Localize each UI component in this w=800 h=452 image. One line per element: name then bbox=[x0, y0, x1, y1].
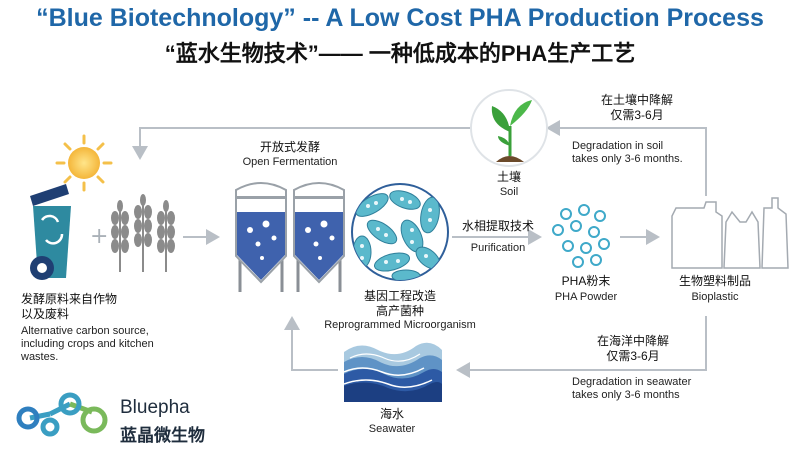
flow-arrows bbox=[132, 120, 707, 378]
bioplastic-products-icon bbox=[671, 197, 789, 269]
bluepha-logo-icon bbox=[16, 392, 108, 437]
seawater-icon bbox=[344, 340, 442, 402]
bioplastic-label-en: Bioplastic bbox=[691, 291, 739, 303]
soil-degradation-en-1: Degradation in soil bbox=[572, 140, 664, 152]
powder-label-en: PHA Powder bbox=[554, 291, 618, 303]
title-english: “Blue Biotechnology” -- A Low Cost PHA P… bbox=[36, 4, 764, 32]
microorganism-label-en: Reprogrammed Microorganism bbox=[324, 319, 476, 331]
feedstock-label-zh-1: 发酵原料来自作物 bbox=[21, 292, 118, 306]
arrow-bioplastic-to-soil bbox=[546, 120, 707, 196]
powder-label-zh: PHA粉末 bbox=[561, 274, 611, 288]
soil-degradation-zh-2: 仅需3-6月 bbox=[610, 108, 664, 122]
purification-label-zh: 水相提取技术 bbox=[461, 219, 534, 233]
sea-degradation-en-1: Degradation in seawater bbox=[572, 376, 692, 388]
arrow-soil-to-feedstock bbox=[132, 127, 470, 160]
arrow-bioplastic-to-sea bbox=[456, 316, 707, 378]
feedstock-label-en-2: including crops and kitchen bbox=[21, 338, 154, 350]
feedstock-label-zh-2: 以及废料 bbox=[21, 307, 70, 321]
microorganism-label-zh-2: 高产菌种 bbox=[375, 304, 424, 318]
arrow-sea-to-microorganism bbox=[284, 316, 338, 371]
feedstock-label-en-1: Alternative carbon source, bbox=[21, 325, 149, 337]
seawater-label-en: Seawater bbox=[368, 423, 416, 435]
brand-name-zh: 蓝晶微生物 bbox=[120, 426, 205, 445]
brand-name-en: Bluepha bbox=[120, 397, 190, 418]
sun-icon bbox=[55, 134, 113, 192]
wheat-icon bbox=[111, 194, 175, 272]
sea-degradation-zh-2: 仅需3-6月 bbox=[606, 349, 660, 363]
soil-sprout-icon bbox=[470, 89, 548, 167]
title-chinese: “蓝水生物技术”—— 一种低成本的PHA生产工艺 bbox=[164, 41, 636, 66]
soil-label-zh: 土壤 bbox=[496, 170, 521, 184]
bioplastic-label-zh: 生物塑料制品 bbox=[678, 274, 751, 288]
soil-label-en: Soil bbox=[499, 186, 519, 198]
soil-degradation-zh-1: 在土壤中降解 bbox=[600, 93, 673, 107]
sea-degradation-zh-1: 在海洋中降解 bbox=[596, 334, 669, 348]
soil-degradation-en-2: takes only 3-6 months. bbox=[572, 153, 683, 165]
recycle-bin-icon bbox=[30, 184, 71, 280]
purification-label-en: Purification bbox=[470, 242, 526, 254]
seawater-label-zh: 海水 bbox=[379, 407, 404, 421]
sea-degradation-en-2: takes only 3-6 months bbox=[572, 389, 680, 401]
fermentation-label-zh: 开放式发酵 bbox=[259, 140, 320, 154]
microorganism-icon bbox=[351, 183, 449, 281]
fermentation-tank-icon bbox=[235, 182, 345, 292]
feedstock-label-en-3: wastes. bbox=[21, 351, 59, 363]
plus-icon: + bbox=[90, 224, 108, 249]
pha-powder-icon bbox=[552, 204, 610, 268]
microorganism-label-zh-1: 基因工程改造 bbox=[363, 289, 436, 303]
fermentation-label-en: Open Fermentation bbox=[242, 156, 338, 168]
